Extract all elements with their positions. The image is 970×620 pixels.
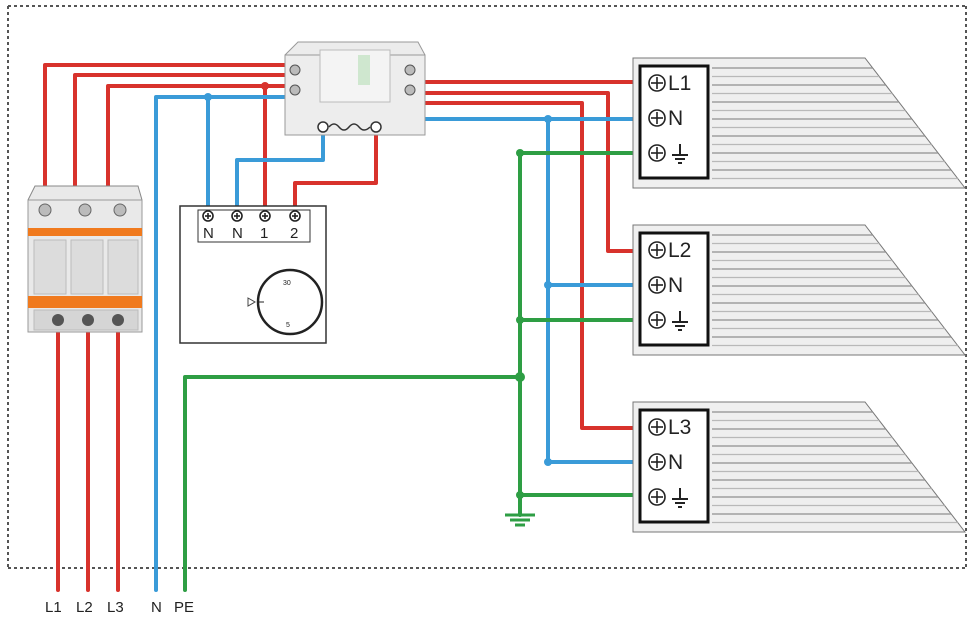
heater-terminal-label: L1 <box>668 72 691 95</box>
earth-icon <box>672 144 688 164</box>
supply-labels: L1 L2 L3 N PE <box>45 599 194 616</box>
supply-label-l2: L2 <box>76 599 93 616</box>
screw-terminal-icon <box>231 210 243 222</box>
thermostat-terminal-label: N <box>203 225 214 242</box>
screw-terminal-icon <box>259 210 271 222</box>
junction-dot <box>516 491 524 499</box>
screw-terminal-icon <box>52 314 64 326</box>
dial-mark-bottom: 5 <box>286 322 290 329</box>
wire-thermostat-2 <box>293 126 378 214</box>
junction-dot <box>204 93 212 101</box>
dial-mark-top: 30 <box>283 280 291 287</box>
coil-terminal-a-icon <box>317 121 329 133</box>
wire-n-bus <box>546 117 642 464</box>
thermostat-terminal-label: 1 <box>260 225 268 242</box>
wire-pe-supply <box>183 375 522 592</box>
screw-terminal-icon <box>82 314 94 326</box>
screw-terminal-icon <box>648 144 666 162</box>
screw-terminal-icon <box>648 74 666 92</box>
contactor <box>284 41 426 136</box>
screw-terminal-icon <box>78 203 92 217</box>
junction-dot <box>261 82 269 90</box>
supply-label-l3: L3 <box>107 599 124 616</box>
earth-icon <box>672 488 688 508</box>
junction-dot <box>516 316 524 324</box>
junction-dot <box>516 149 524 157</box>
screw-terminal-icon <box>648 488 666 506</box>
heater-terminal-label: L3 <box>668 416 691 439</box>
junction-dot <box>544 115 552 123</box>
wire-l3-to-contactor <box>106 84 287 202</box>
heater-3: L3N <box>632 401 967 533</box>
screw-terminal-icon <box>289 64 301 76</box>
screw-terminal-icon <box>112 314 124 326</box>
junction-dot <box>515 372 525 382</box>
wire-n-thermostat-b <box>235 126 325 214</box>
junction-dot <box>544 458 552 466</box>
screw-terminal-icon <box>648 109 666 127</box>
supply-label-pe: PE <box>174 599 194 616</box>
supply-label-l1: L1 <box>45 599 62 616</box>
screw-terminal-icon <box>289 210 301 222</box>
heater-terminal-label: N <box>668 451 683 474</box>
heater-1: L1N <box>632 57 967 189</box>
heater-terminal-label: N <box>668 274 683 297</box>
screw-terminal-icon <box>648 453 666 471</box>
wire-out-l3 <box>423 101 642 430</box>
wire-out-l2 <box>423 91 642 253</box>
heater-terminal-label: N <box>668 107 683 130</box>
screw-terminal-icon <box>113 203 127 217</box>
screw-terminal-icon <box>38 203 52 217</box>
heater-terminal-label: L2 <box>668 239 691 262</box>
screw-terminal-icon <box>648 241 666 259</box>
dial-pointer-icon <box>247 297 257 307</box>
thermostat-terminal-label: 2 <box>290 225 298 242</box>
screw-terminal-icon <box>289 84 301 96</box>
earth-icon <box>672 311 688 331</box>
thermostat-terminal-label: N <box>232 225 243 242</box>
earth-ground-icon <box>505 513 535 527</box>
screw-terminal-icon <box>404 84 416 96</box>
screw-terminal-icon <box>648 418 666 436</box>
supply-label-n: N <box>151 599 162 616</box>
screw-terminal-icon <box>202 210 214 222</box>
heater-2: L2N <box>632 224 967 356</box>
coil-icon <box>328 123 371 131</box>
junction-dot <box>544 281 552 289</box>
wire-l2-to-contactor <box>73 73 287 202</box>
enclosure-border <box>7 5 967 569</box>
screw-terminal-icon <box>648 276 666 294</box>
screw-terminal-icon <box>404 64 416 76</box>
wire-l1-to-contactor <box>43 63 287 202</box>
wire-n-supply <box>154 95 287 592</box>
screw-terminal-icon <box>648 311 666 329</box>
coil-terminal-b-icon <box>370 121 382 133</box>
circuit-breaker <box>27 185 143 333</box>
